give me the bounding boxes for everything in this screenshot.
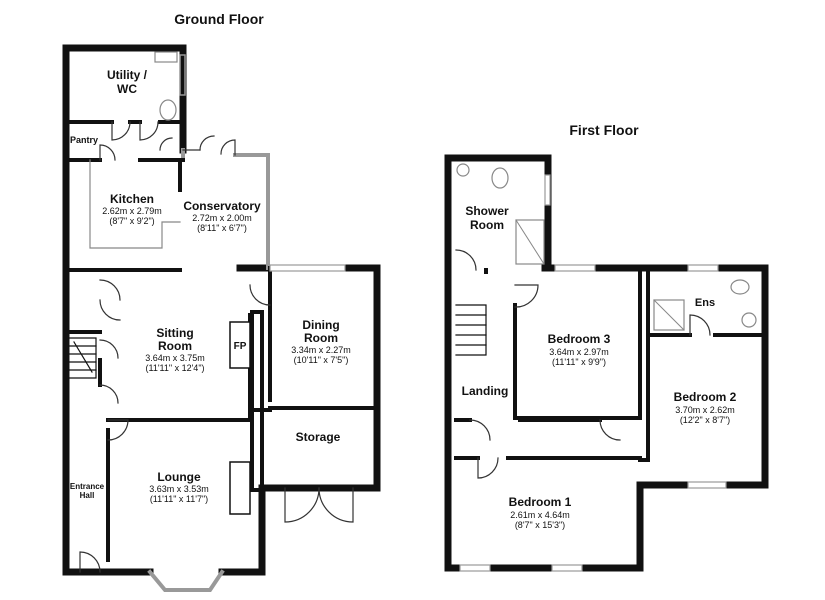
shower-room-name-line2: Room (470, 218, 504, 232)
bedroom1-window-right (551, 564, 583, 572)
ground-outer-wall (62, 44, 381, 576)
bedroom1-window-left (459, 564, 491, 572)
sitting-room-imperial: (11'11" x 12'4") (145, 363, 204, 373)
utility-basin (154, 51, 178, 63)
storage-name: Storage (296, 430, 341, 444)
ground-stairs (69, 337, 97, 379)
bedroom2-window (687, 481, 727, 489)
sitting-room-name-line1: Sitting (156, 326, 193, 340)
bedroom1-name: Bedroom 1 (509, 495, 572, 509)
shower-room-name-line1: Shower (465, 204, 509, 218)
bedroom3-dims: 3.64m x 2.97m (549, 347, 609, 357)
dining-window (269, 264, 346, 272)
utility-name-line2: WC (117, 82, 137, 96)
ensuite-shower-diagonal (653, 299, 685, 331)
lounge-imperial: (11'11" x 11'7") (150, 494, 208, 504)
entrance-hall-line1: Entrance (70, 482, 105, 491)
utility-window (179, 54, 186, 96)
pantry-name: Pantry (70, 135, 98, 145)
lounge-dims: 3.63m x 3.53m (149, 484, 209, 494)
utility-name-line1: Utility / (107, 68, 148, 82)
first-floor-plan (444, 154, 769, 572)
ensuite-basin (741, 312, 757, 328)
bedroom2-name: Bedroom 2 (674, 390, 737, 404)
lounge-name: Lounge (157, 470, 201, 484)
ground-doors (79, 121, 354, 573)
bedroom1-imperial: (8'7" x 15'3") (515, 520, 565, 530)
conservatory-imperial: (8'11" x 6'7") (197, 223, 247, 233)
bedroom3-window (554, 264, 596, 272)
conservatory-dims: 2.72m x 2.00m (192, 213, 252, 223)
shower-tray-diagonal (515, 219, 545, 265)
fireplace-shape (229, 321, 251, 369)
first-stairs (455, 304, 487, 356)
sitting-room-name-line2: Room (158, 339, 192, 353)
shower-room-window (544, 174, 551, 206)
first-doors (455, 249, 711, 479)
utility-wc (159, 99, 177, 121)
lounge-bay-window (147, 569, 225, 592)
dining-room-name-line1: Dining (302, 318, 339, 332)
kitchen-units (89, 159, 181, 249)
fireplace-label: FP (234, 341, 247, 352)
shower-tray (515, 219, 545, 265)
first-floor-title: First Floor (569, 122, 639, 138)
ground-internal-walls (64, 120, 379, 562)
kitchen-dims: 2.62m x 2.79m (102, 206, 162, 216)
ensuite-name: Ens (695, 297, 715, 309)
kitchen-imperial: (8'7" x 9'2") (109, 216, 154, 226)
first-outer-wall (444, 154, 769, 572)
shower-room-wc (491, 167, 509, 189)
bedroom3-name: Bedroom 3 (548, 332, 611, 346)
conservatory-name: Conservatory (183, 199, 261, 213)
bedroom2-dims: 3.70m x 2.62m (675, 405, 735, 415)
ground-floor-title: Ground Floor (174, 11, 264, 27)
landing-name: Landing (462, 384, 509, 398)
labels: Ground Floor First Floor Utility / WC Pa… (70, 11, 737, 530)
shower-room-basin (456, 163, 470, 177)
bedroom3-imperial: (11'11" x 9'9") (552, 357, 606, 367)
entrance-hall-line2: Hall (80, 491, 95, 500)
bedroom2-imperial: (12'2" x 8'7") (680, 415, 730, 425)
kitchen-name: Kitchen (110, 192, 154, 206)
lounge-chimney-breast (229, 461, 251, 515)
first-internal-walls (454, 268, 767, 462)
ground-floor-plan (62, 44, 381, 592)
dining-room-name-line2: Room (304, 331, 338, 345)
dining-room-dims: 3.34m x 2.27m (291, 345, 351, 355)
ensuite-shower-tray (653, 299, 685, 331)
bedroom1-dims: 2.61m x 4.64m (510, 510, 570, 520)
ensuite-window (687, 264, 719, 272)
sitting-room-dims: 3.64m x 3.75m (145, 353, 205, 363)
dining-room-imperial: (10'11" x 7'5") (294, 355, 349, 365)
ensuite-wc (730, 279, 750, 295)
